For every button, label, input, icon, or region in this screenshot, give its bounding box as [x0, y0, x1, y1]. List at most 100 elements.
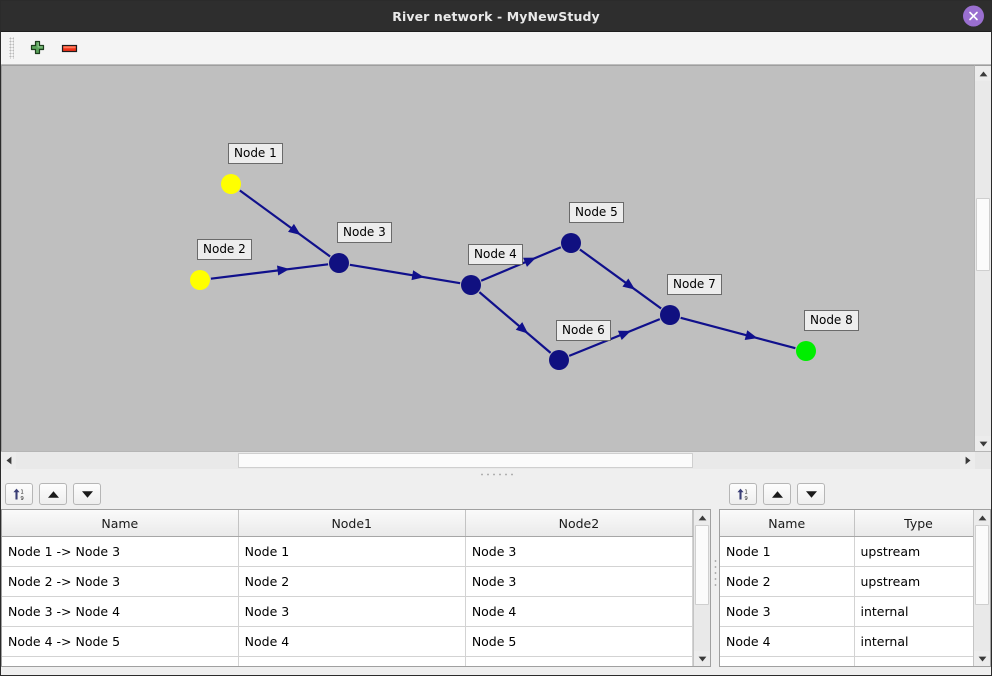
- graph-vscroll-thumb[interactable]: [976, 198, 990, 272]
- table-cell[interactable]: Node 3: [720, 596, 855, 627]
- graph-edge[interactable]: [239, 189, 331, 258]
- graph-edge[interactable]: [478, 291, 552, 354]
- graph-node[interactable]: [221, 174, 241, 194]
- reaches-vscroll-track[interactable]: [694, 525, 710, 651]
- table-cell[interactable]: Node 1 -> Node 3: [2, 536, 239, 567]
- table-cell[interactable]: Node 2: [720, 566, 855, 597]
- column-header[interactable]: Type: [854, 510, 973, 537]
- table-cell[interactable]: Node 3: [238, 596, 466, 627]
- graph-edge[interactable]: [579, 248, 662, 310]
- graph-node[interactable]: [660, 305, 680, 325]
- reaches-move-up-button[interactable]: [39, 483, 67, 505]
- add-node-button[interactable]: [26, 37, 48, 59]
- graph-node-label[interactable]: Node 2: [197, 239, 252, 260]
- scroll-up-button[interactable]: [975, 66, 991, 81]
- scroll-right-button[interactable]: [960, 452, 975, 469]
- edge-arrow-icon: [276, 265, 290, 276]
- reaches-table-row-partial[interactable]: [2, 656, 693, 666]
- table-cell[interactable]: Node 4 -> Node 5: [2, 626, 239, 657]
- table-cell[interactable]: internal: [854, 596, 973, 627]
- river-network-canvas[interactable]: Node 1 Node 2 Node 3 Node 4 Node 5 Node 6 Node…: [1, 65, 974, 451]
- graph-node-label[interactable]: Node 8: [804, 310, 859, 331]
- graph-node[interactable]: [190, 270, 210, 290]
- reaches-scroll-up-button[interactable]: [694, 510, 710, 525]
- table-cell[interactable]: [720, 656, 855, 666]
- horizontal-splitter[interactable]: [1, 469, 991, 479]
- reaches-vertical-scrollbar[interactable]: [693, 510, 710, 666]
- graph-vertical-scrollbar[interactable]: [974, 65, 991, 451]
- scroll-left-button[interactable]: [1, 452, 16, 469]
- nodes-vscroll-thumb[interactable]: [975, 525, 989, 606]
- nodes-move-up-button[interactable]: [763, 483, 791, 505]
- nodes-vertical-scrollbar[interactable]: [973, 510, 990, 666]
- graph-edge[interactable]: [210, 263, 329, 280]
- graph-edge[interactable]: [680, 316, 796, 350]
- table-cell[interactable]: [854, 656, 973, 666]
- graph-edge[interactable]: [568, 318, 661, 357]
- graph-node[interactable]: [461, 275, 481, 295]
- graph-node-label[interactable]: Node 3: [337, 222, 392, 243]
- nodes-sort-button[interactable]: 1 9: [729, 483, 757, 505]
- close-button[interactable]: [963, 5, 984, 27]
- graph-node-label[interactable]: Node 6: [556, 320, 611, 341]
- column-header[interactable]: Name: [2, 510, 239, 537]
- column-header[interactable]: Node1: [238, 510, 466, 537]
- graph-node[interactable]: [329, 253, 349, 273]
- nodes-scroll-up-button[interactable]: [974, 510, 990, 525]
- table-cell[interactable]: Node 4: [465, 596, 693, 627]
- reaches-sort-button[interactable]: 1 9: [5, 483, 33, 505]
- table-cell[interactable]: Node 3: [465, 536, 693, 567]
- triangle-down-icon: [81, 490, 93, 498]
- graph-edge[interactable]: [349, 263, 461, 285]
- table-cell[interactable]: Node 1: [720, 536, 855, 567]
- graph-node[interactable]: [796, 341, 816, 361]
- graph-node-label[interactable]: Node 5: [569, 202, 624, 223]
- nodes-table-row-partial[interactable]: [720, 656, 973, 666]
- graph-node-label[interactable]: Node 7: [667, 274, 722, 295]
- graph-hscroll-track[interactable]: [16, 452, 960, 469]
- table-cell[interactable]: Node 5: [465, 626, 693, 657]
- table-cell[interactable]: Node 4: [238, 626, 466, 657]
- table-cell[interactable]: upstream: [854, 536, 973, 567]
- column-header[interactable]: Node2: [465, 510, 693, 537]
- nodes-move-down-button[interactable]: [797, 483, 825, 505]
- table-cell[interactable]: Node 4: [720, 626, 855, 657]
- table-cell[interactable]: Node 2: [238, 566, 466, 597]
- graph-hscroll-thumb[interactable]: [237, 453, 693, 468]
- remove-node-button[interactable]: [58, 37, 80, 59]
- graph-node[interactable]: [561, 233, 581, 253]
- graph-node[interactable]: [549, 350, 569, 370]
- table-cell[interactable]: Node 3: [465, 566, 693, 597]
- scroll-down-button[interactable]: [975, 436, 991, 451]
- table-cell[interactable]: [465, 656, 693, 666]
- graph-vscroll-track[interactable]: [975, 81, 991, 436]
- reaches-move-down-button[interactable]: [73, 483, 101, 505]
- nodes-scroll-down-button[interactable]: [974, 651, 990, 666]
- vertical-splitter[interactable]: [711, 479, 719, 667]
- column-header[interactable]: Name: [720, 510, 855, 537]
- table-cell[interactable]: [2, 656, 239, 666]
- table-cell[interactable]: internal: [854, 626, 973, 657]
- table-cell[interactable]: upstream: [854, 566, 973, 597]
- table-cell[interactable]: [238, 656, 466, 666]
- graph-horizontal-scrollbar[interactable]: [1, 451, 991, 469]
- reaches-vscroll-thumb[interactable]: [695, 525, 709, 606]
- nodes-vscroll-track[interactable]: [974, 525, 990, 651]
- toolbar-grip[interactable]: [9, 37, 14, 59]
- table-cell[interactable]: Node 1: [238, 536, 466, 567]
- graph-node-label[interactable]: Node 4: [468, 244, 523, 265]
- table-cell[interactable]: Node 2 -> Node 3: [2, 566, 239, 597]
- table-cell[interactable]: Node 3 -> Node 4: [2, 596, 239, 627]
- graph-node-label[interactable]: Node 1: [228, 143, 283, 164]
- reaches-scroll-down-button[interactable]: [694, 651, 710, 666]
